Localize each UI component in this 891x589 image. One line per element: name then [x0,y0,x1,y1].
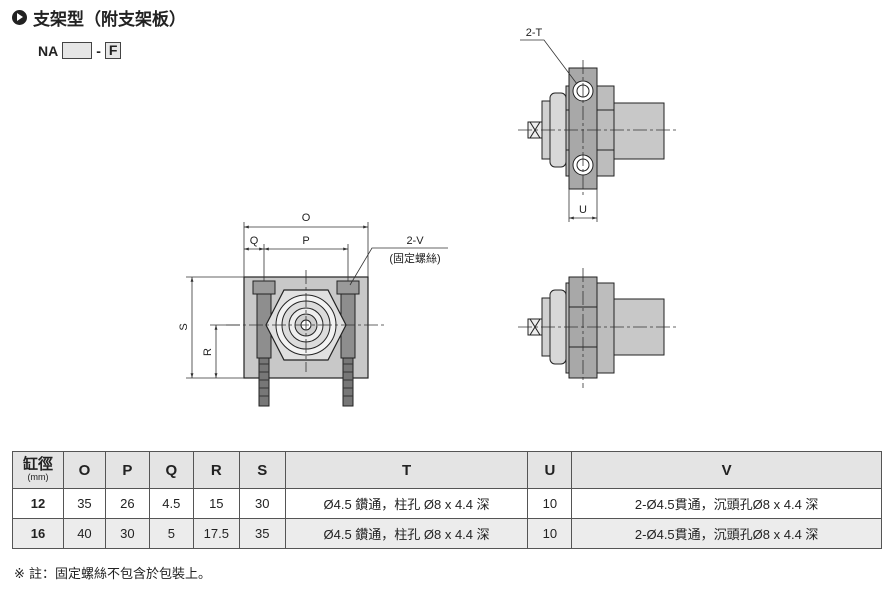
header-t: T [284,451,529,489]
cell-r: 15 [192,488,240,519]
header-r: R [192,451,240,489]
fixing-bolt-right [336,280,360,407]
dim-o-label: O [302,212,311,224]
cell-u: 10 [527,488,573,519]
cell-q: 4.5 [148,488,194,519]
cell-s: 30 [238,488,286,519]
cell-bore: 12 [12,488,64,519]
model-dash: - [96,42,101,59]
cell-v: 2-Ø4.5貫通，沉頭孔Ø8 x 4.4 深 [571,488,882,519]
dim-r-label: R [202,348,214,356]
dim-v-label: 2-V [406,235,424,247]
bore-placeholder-box [62,42,93,59]
side-view [518,268,676,388]
cell-o: 40 [62,518,106,549]
technical-drawing: O Q P 2-V (固定螺絲) S R [178,27,676,407]
dim-u-label: U [579,204,587,216]
cell-o: 35 [62,488,106,519]
table-header-row: 缸徑(mm) O P Q R S T U V [12,451,882,489]
play-bullet-icon [12,9,27,25]
cell-u: 10 [527,518,573,549]
cell-p: 26 [104,488,150,519]
section-header: 支架型（附支架板） [12,6,186,30]
cell-bore: 16 [12,518,64,549]
model-prefix: NA [38,42,59,59]
table-row: 16 40 30 5 17.5 35 Ø4.5 鑽通，柱孔 Ø8 x 4.4 深… [12,518,882,549]
cell-t: Ø4.5 鑽通，柱孔 Ø8 x 4.4 深 [284,518,529,549]
header-s: S [238,451,286,489]
cell-p: 30 [104,518,150,549]
footnote: ※ 註：固定螺絲不包含於包裝上。 [14,567,212,582]
table-row: 12 35 26 4.5 15 30 Ø4.5 鑽通，柱孔 Ø8 x 4.4 深… [12,488,882,519]
header-bore: 缸徑(mm) [12,451,64,489]
header-u: U [527,451,573,489]
model-suffix: F [104,42,122,59]
header-v: V [571,451,882,489]
spec-table: 缸徑(mm) O P Q R S T U V 12 35 26 4.5 15 3… [12,451,882,549]
front-view: O Q P 2-V (固定螺絲) S R [178,212,448,407]
cell-t: Ø4.5 鑽通，柱孔 Ø8 x 4.4 深 [284,488,529,519]
cell-q: 5 [148,518,194,549]
section-title: 支架型（附支架板） [33,9,186,30]
dim-t-label: 2-T [526,27,543,39]
dim-q-label: Q [250,235,259,247]
cylinder-body-top [611,102,665,160]
cell-r: 17.5 [192,518,240,549]
cell-s: 35 [238,518,286,549]
dim-s-label: S [178,323,190,330]
top-view: 2-T U [518,27,676,222]
header-p: P [104,451,150,489]
dim-p-label: P [302,235,309,247]
header-o: O [62,451,106,489]
fixing-bolt-left [252,280,276,407]
model-code: NA - F [38,42,122,59]
cell-v: 2-Ø4.5貫通，沉頭孔Ø8 x 4.4 深 [571,518,882,549]
header-q: Q [148,451,194,489]
dim-v-note: (固定螺絲) [389,251,440,265]
